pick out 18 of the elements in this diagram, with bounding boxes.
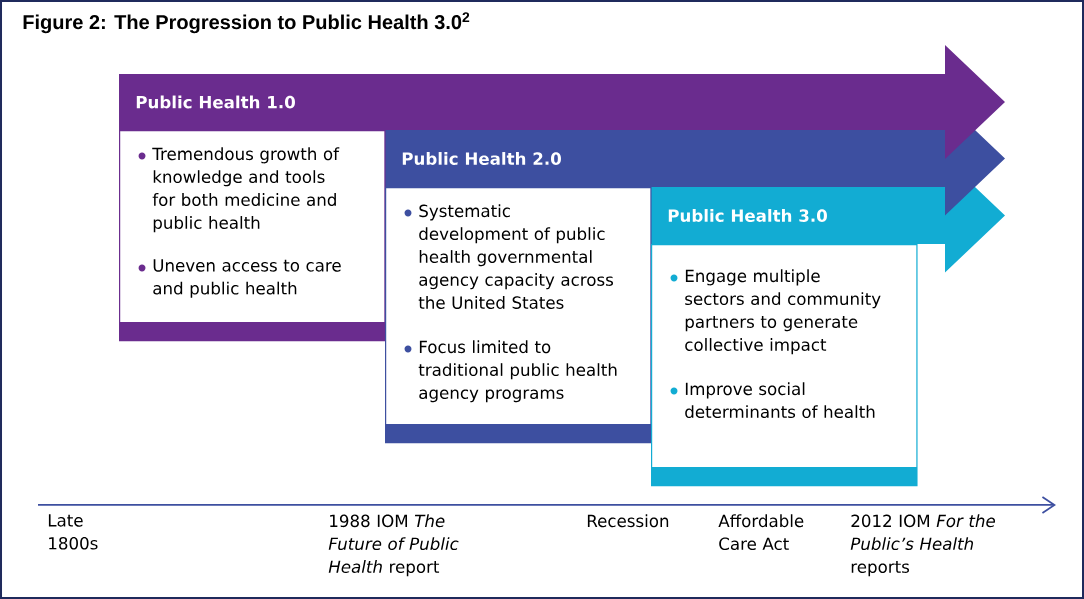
timeline-label: Late 1800s [48, 514, 98, 550]
band-heading: Public Health 3.0 [668, 209, 827, 222]
bullet-text: Improve social determinants of health [685, 382, 875, 419]
bullet-text: Systematic development of public health governmental agency capacity across the United States [418, 204, 614, 309]
text-box [119, 130, 386, 342]
timeline-label: 2012 IOM For the Public’s Health reports [850, 514, 995, 577]
text-box [651, 244, 918, 487]
band-heading: Public Health 1.0 [136, 95, 295, 109]
timeline-label: 1988 IOM The Future of Public Health report [328, 514, 459, 577]
band-heading: Public Health 2.0 [402, 152, 561, 165]
bullet-text: Focus limited to traditional public health agency programs [418, 340, 617, 403]
text-box [385, 187, 652, 444]
timeline-label: Recession [587, 514, 669, 528]
bullet-text: Uneven access to care and public health [153, 259, 341, 298]
timeline-label: Affordable Care Act [718, 514, 804, 551]
bullet-text: Engage multiple sectors and community partners to generate collective impact [685, 269, 881, 355]
title: Figure 2: The Progression to Public Health 3.0$^{2}$ [23, 12, 470, 34]
bullet-text: Tremendous growth of knowledge and tools for both medicine and public health [152, 147, 340, 233]
